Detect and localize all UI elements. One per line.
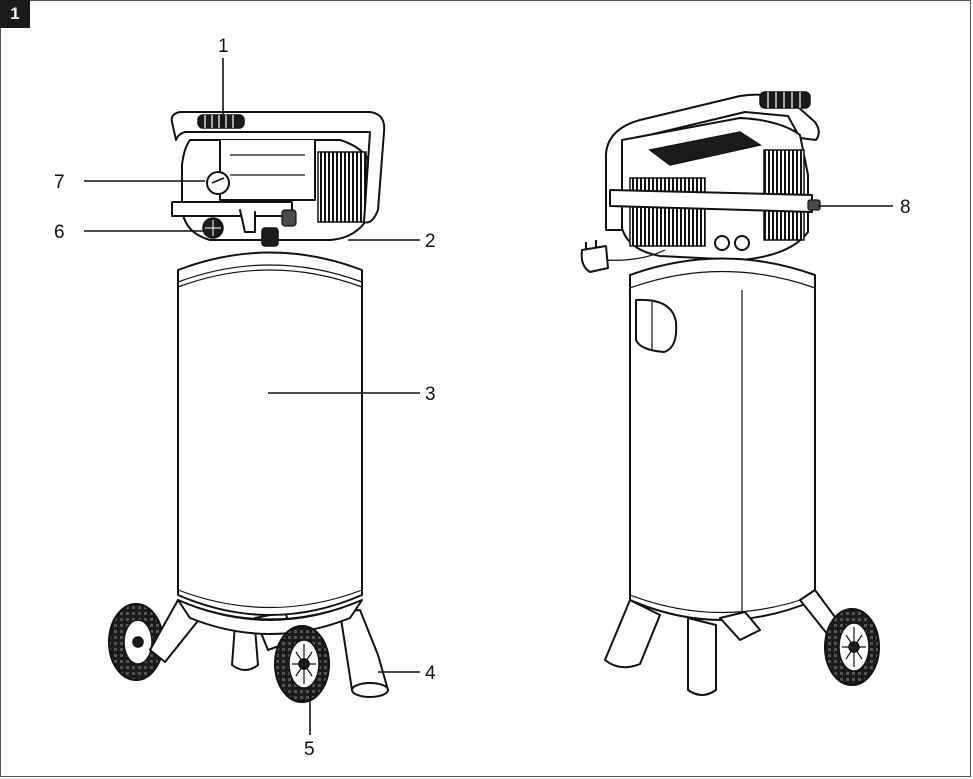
cooling-fins <box>317 151 367 223</box>
callout-1: 1 <box>218 36 229 57</box>
carry-handle <box>170 111 386 224</box>
foot-back <box>231 624 259 671</box>
safety-valve <box>281 209 297 227</box>
callout-5: 5 <box>304 739 315 760</box>
callout-8: 8 <box>900 197 911 218</box>
rear-view-compressor <box>580 91 880 696</box>
front-wheel <box>274 625 330 703</box>
rear-leg-center <box>687 617 717 696</box>
rear-handle-grip <box>759 91 811 109</box>
valve-manifold <box>171 201 293 217</box>
rear-leg-left <box>604 599 661 669</box>
rubber-foot <box>351 682 389 698</box>
tank-bottom-skirt <box>177 599 363 635</box>
label-window <box>635 298 678 353</box>
callout-numbers: 1 2 3 4 5 6 7 8 <box>54 36 911 760</box>
figure-number-badge: 1 <box>0 0 30 28</box>
leg-front-right <box>339 609 389 696</box>
power-plug <box>580 245 609 273</box>
quick-coupling <box>261 227 279 247</box>
callout-3: 3 <box>425 384 436 405</box>
callout-2: 2 <box>425 231 436 252</box>
drain-valve <box>807 199 821 211</box>
callout-6: 6 <box>54 222 65 243</box>
callout-7: 7 <box>54 172 65 193</box>
rear-cooling-fins <box>629 177 706 247</box>
rear-wheel-left <box>108 603 164 681</box>
tank-body <box>177 251 363 616</box>
rear-wheel-right <box>824 608 880 686</box>
front-view-compressor <box>108 111 389 703</box>
pressure-gauge <box>206 171 230 195</box>
housing-band <box>609 189 813 213</box>
callout-leaders <box>84 58 893 735</box>
callout-4: 4 <box>425 663 436 684</box>
